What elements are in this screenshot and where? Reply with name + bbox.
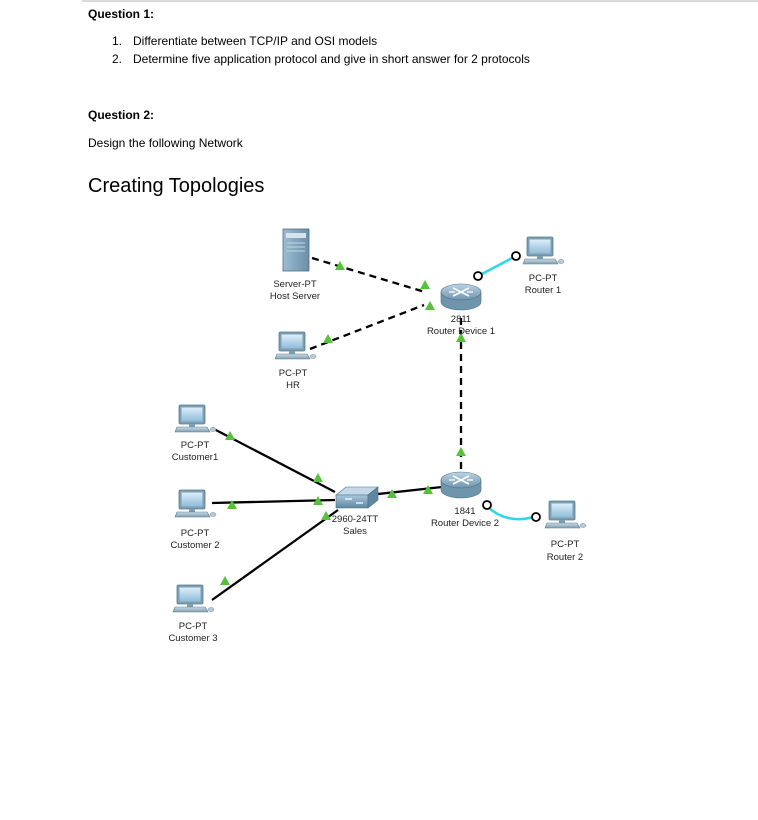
link-server-router1 xyxy=(311,256,426,294)
pc-router1: PC-PT Router 1 xyxy=(522,236,565,296)
pc-hr-name-label: HR xyxy=(286,380,300,391)
pc-hr: PC-PT HR xyxy=(274,331,317,391)
link-status-markers xyxy=(220,251,541,585)
pc-router2-type-label: PC-PT xyxy=(551,539,580,550)
pc-customer1-computer-icon xyxy=(174,404,217,433)
pc-customer2-computer-icon xyxy=(174,489,217,518)
server-host-server: Server-PT Host Server xyxy=(270,228,320,302)
server-icon xyxy=(282,228,310,272)
question1-item-1-text: Differentiate between TCP/IP and OSI mod… xyxy=(133,34,378,48)
server-name-label: Host Server xyxy=(270,291,320,302)
server-type-label: Server-PT xyxy=(273,279,316,290)
pc-customer1: PC-PT Customer1 xyxy=(172,404,218,463)
pc-router1-type-label: PC-PT xyxy=(529,273,558,284)
switch-icon xyxy=(335,486,379,509)
pc-hr-type-label: PC-PT xyxy=(279,368,308,379)
pc-router1-name-label: Router 1 xyxy=(525,285,561,296)
pc-customer2: PC-PT Customer 2 xyxy=(170,489,220,551)
switch-model-label: 2960-24TT xyxy=(332,514,379,525)
router-device-2-model-label: 1841 xyxy=(454,506,475,517)
router-device-1: 2811 Router Device 1 xyxy=(427,283,495,337)
router-device-2-icon xyxy=(440,471,482,499)
question1-item-2-text: Determine five application protocol and … xyxy=(133,52,530,66)
pc-customer3: PC-PT Customer 3 xyxy=(168,584,218,644)
pc-router1-computer-icon xyxy=(522,236,565,265)
switch-sales: 2960-24TT Sales xyxy=(332,486,379,537)
question1-heading: Question 1: xyxy=(88,7,155,21)
pc-customer1-type-label: PC-PT xyxy=(181,440,210,451)
pc-customer2-name-label: Customer 2 xyxy=(170,540,219,551)
pc-customer1-name-label: Customer1 xyxy=(172,452,218,463)
router-device-1-model-label: 2811 xyxy=(451,314,471,325)
pc-router2-computer-icon xyxy=(544,500,587,529)
link-router1-pc-router1 xyxy=(477,254,517,278)
link-switch-router2 xyxy=(377,485,443,496)
section-title: Creating Topologies xyxy=(88,175,265,197)
pc-customer3-name-label: Customer 3 xyxy=(168,633,217,644)
pc-customer3-computer-icon xyxy=(172,584,215,613)
pc-hr-computer-icon xyxy=(274,331,317,360)
router-device-1-icon xyxy=(440,283,482,311)
question2-instruction: Design the following Network xyxy=(88,136,243,150)
router-device-2-name-label: Router Device 2 xyxy=(431,518,499,529)
pc-router2: PC-PT Router 2 xyxy=(544,500,587,563)
pc-router2-name-label: Router 2 xyxy=(547,552,583,563)
link-customer3-switch xyxy=(211,509,339,601)
question1-item-1-number: 1. xyxy=(112,34,123,48)
switch-name-label: Sales xyxy=(343,526,367,537)
link-hr-router1 xyxy=(309,303,425,351)
router-device-1-name-label: Router Device 1 xyxy=(427,326,495,337)
pc-customer3-type-label: PC-PT xyxy=(179,621,208,632)
question1-item-2-number: 2. xyxy=(112,52,123,66)
pc-customer2-type-label: PC-PT xyxy=(181,528,210,539)
page-top-border xyxy=(82,0,758,2)
router-device-2: 1841 Router Device 2 xyxy=(431,471,499,529)
question2-heading: Question 2: xyxy=(88,108,155,122)
